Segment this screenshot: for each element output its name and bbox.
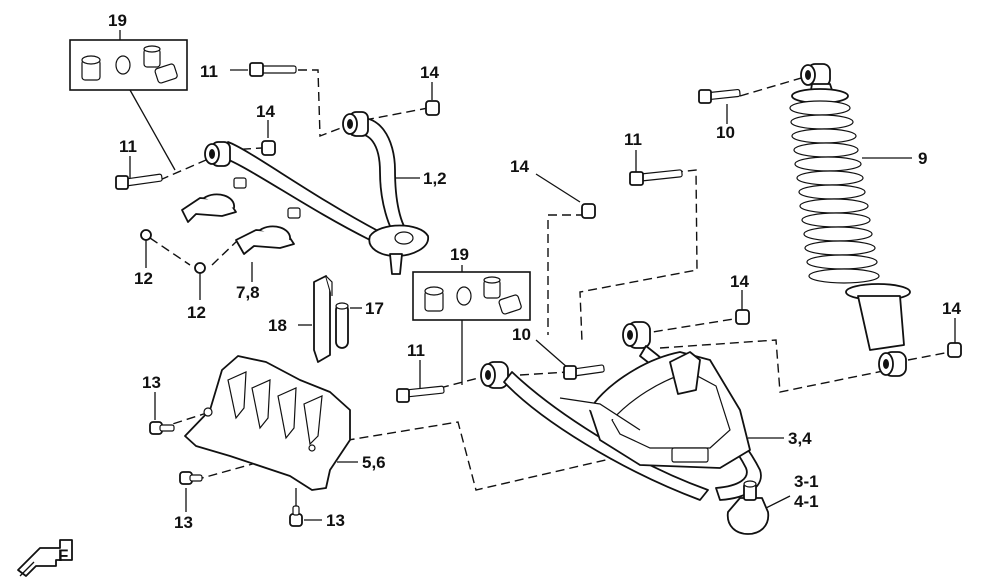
callout-7-8: 7,8 [236,283,260,302]
bolt-11-lower [396,385,445,403]
lower-control-arm [480,321,770,535]
bolt-11-mid-right [629,169,683,186]
coil-spring [789,100,880,284]
callout-11-left: 11 [119,137,137,156]
screw-13-parts [149,421,303,527]
callout-14-center: 14 [510,157,529,176]
callout-14-upper-arm: 14 [256,102,275,121]
callout-14-far-right: 14 [942,299,961,318]
callout-11-top: 11 [200,62,218,81]
callout-10-shock: 10 [716,123,735,142]
leader-lines [119,30,956,521]
part-17-sleeve [335,302,349,349]
callout-5-6: 5,6 [362,453,386,472]
shock-absorber [789,63,911,377]
bolt-11-left [115,173,163,190]
callout-3-1: 3-1 [794,472,819,491]
callout-4-1: 4-1 [794,492,819,511]
screw-12-parts [140,229,206,274]
callout-3-4: 3,4 [788,429,812,448]
bolt-11-top [249,62,297,77]
callout-11-mid-right: 11 [624,130,642,149]
callout-17: 17 [365,299,384,318]
nut-14-parts [261,100,962,358]
callout-labels: 19 19 11 11 11 11 14 14 14 14 14 12 12 7… [108,11,961,532]
skid-plate [184,355,351,491]
callout-13-left: 13 [174,513,193,532]
callout-13-bottom: 13 [326,511,345,530]
callout-12-upper: 12 [134,269,153,288]
callout-12-lower: 12 [187,303,206,322]
front-letter-label: F [58,546,68,565]
bushing-kit-box-upper [69,39,188,91]
callout-1-2: 1,2 [423,169,447,188]
callout-9: 9 [918,149,927,168]
part-18-spacer [313,275,333,363]
bracket-7-8 [181,193,295,255]
bolt-10-lower [563,364,605,380]
callout-10-lower: 10 [512,325,531,344]
bushing-kit-box-lower [412,271,531,321]
callout-11-lower: 11 [407,341,425,360]
callout-13-upper: 13 [142,373,161,392]
callout-14-right: 14 [730,272,749,291]
callout-18: 18 [268,316,287,335]
bolt-10-shock [698,88,741,104]
front-orientation-mark: F [17,539,73,577]
callout-14-top: 14 [420,63,439,82]
callout-19-upper: 19 [108,11,127,30]
callout-19-lower: 19 [450,245,469,264]
upper-control-arm [204,111,429,275]
